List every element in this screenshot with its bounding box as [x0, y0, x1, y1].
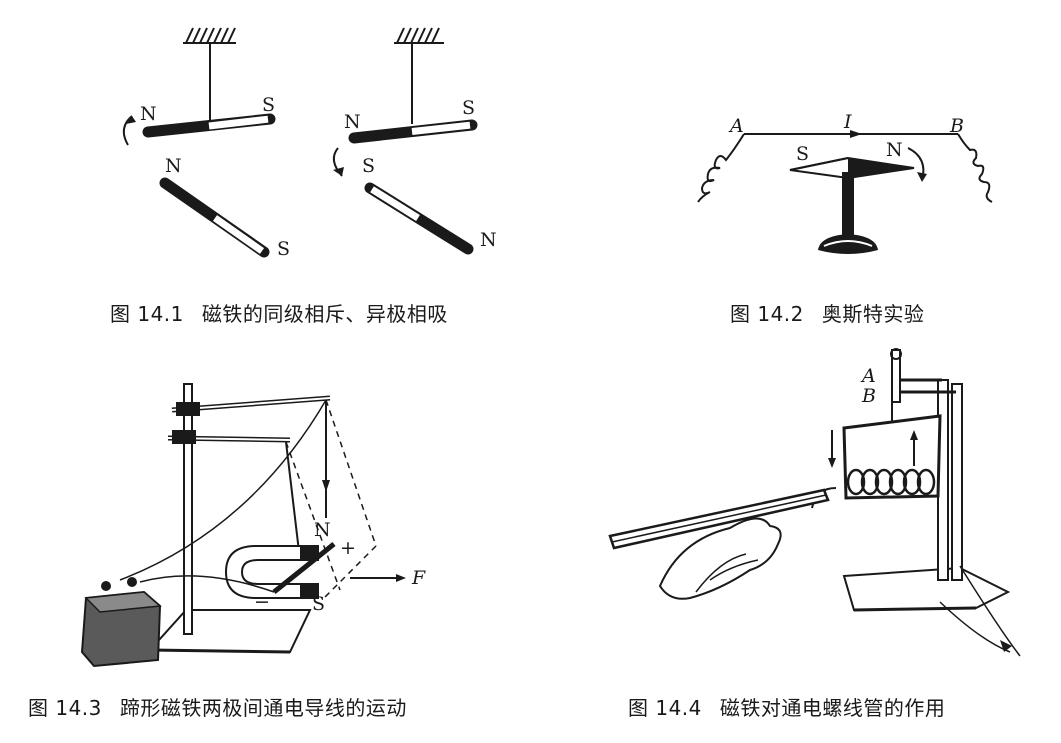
- label-i: I: [843, 111, 852, 133]
- label-b: B: [861, 385, 876, 407]
- label-n: N: [344, 111, 361, 133]
- figure-14-1-drawing: N S N S N S S N: [122, 27, 497, 260]
- ceiling-mount-right: [394, 27, 444, 124]
- compass-stand: [842, 172, 854, 238]
- label-s: S: [277, 238, 290, 260]
- figure-caption: 图 14.4 磁铁对通电螺线管的作用: [628, 692, 945, 721]
- figure-title: 磁铁对通电螺线管的作用: [719, 696, 946, 720]
- coiled-wire-right: [957, 133, 993, 203]
- label-a: A: [728, 115, 744, 137]
- figure-14-2-drawing: A I B S N: [697, 111, 993, 254]
- figure-caption: 图 14.1 磁铁的同级相斥、异极相吸: [110, 298, 448, 327]
- stand-base: [147, 609, 312, 654]
- label-a: A: [860, 365, 876, 387]
- figure-14-4-drawing: A B: [608, 348, 1021, 657]
- figure-14-3-drawing: N S + − F: [80, 383, 426, 668]
- label-s: S: [462, 97, 475, 119]
- coiled-wire-left: [697, 133, 745, 203]
- figure-title: 蹄形磁铁两极间通电导线的运动: [119, 696, 407, 720]
- conductor-rod: [272, 542, 336, 594]
- hand: [658, 517, 782, 600]
- figure-14-3: N S + − F 图 14.3 蹄形磁铁两极间通电导线的运动: [0, 360, 540, 743]
- ceiling-mount-left: [183, 27, 236, 125]
- label-plus: +: [340, 537, 356, 559]
- label-n: N: [165, 155, 182, 177]
- label-minus: −: [254, 591, 270, 613]
- hanging-magnet-left: [142, 113, 276, 138]
- lower-magnet-left: [159, 177, 270, 258]
- label-n: N: [314, 519, 331, 541]
- rotation-arrow-icon: [122, 115, 133, 146]
- solenoid-coil: [846, 468, 936, 496]
- lower-magnet-right: [364, 182, 474, 255]
- figure-title: 磁铁的同级相斥、异极相吸: [201, 302, 448, 326]
- label-n: N: [480, 229, 497, 251]
- figure-number: 图 14.1: [110, 302, 184, 326]
- figure-caption: 图 14.3 蹄形磁铁两极间通电导线的运动: [28, 692, 407, 721]
- battery-terminal: [101, 581, 111, 591]
- displaced-wire: [325, 399, 377, 547]
- figure-14-1: N S N S N S S N: [0, 0, 530, 340]
- clamp: [172, 430, 196, 444]
- label-b: B: [949, 115, 964, 137]
- current-arrow-icon: [850, 130, 862, 138]
- lead-wire: [959, 565, 1021, 657]
- label-s: S: [312, 593, 325, 615]
- figure-title: 奥斯特实验: [821, 302, 925, 326]
- current-arrow-icon: [322, 480, 330, 492]
- label-f: F: [411, 567, 426, 589]
- clamp: [176, 402, 200, 416]
- battery-terminal: [127, 577, 137, 587]
- label-s: S: [796, 143, 809, 165]
- figure-number: 图 14.2: [730, 302, 804, 326]
- figure-14-2: A I B S N 图 14.2 奥斯特实验: [660, 0, 1060, 340]
- label-n: N: [140, 103, 157, 125]
- figure-14-4: A B 图 14.4 磁铁对通电螺线管的作用: [600, 340, 1061, 743]
- stand-rod: [183, 383, 193, 635]
- label-s: S: [262, 94, 275, 116]
- figure-caption: 图 14.2 奥斯特实验: [730, 298, 924, 327]
- figure-number: 图 14.4: [628, 696, 702, 720]
- compass-base: [818, 234, 878, 254]
- hanging-magnet-right: [348, 119, 478, 144]
- label-s: S: [362, 155, 375, 177]
- label-n: N: [886, 139, 903, 161]
- figure-number: 图 14.3: [28, 696, 102, 720]
